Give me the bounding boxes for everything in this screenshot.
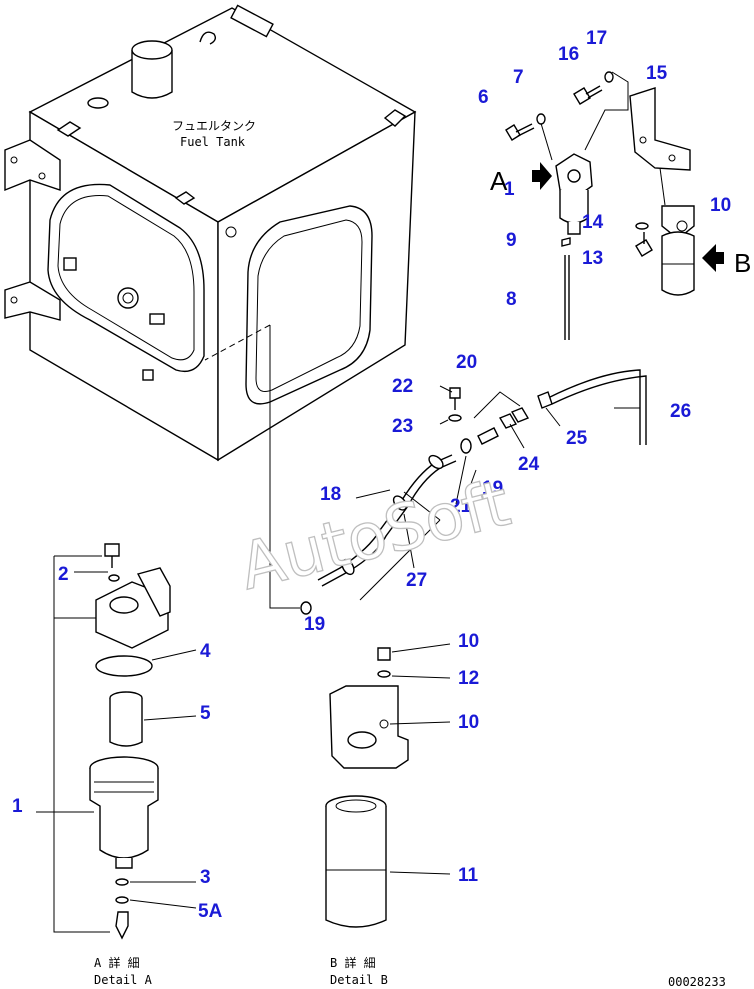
fuel-tank: フュエルタンク Fuel Tank — [4, 4, 417, 462]
tank-label-en: Fuel Tank — [180, 135, 246, 149]
callout-2: 2 — [58, 564, 69, 585]
callout-numbers: 1 6 7 8 9 10 13 14 15 16 17 18 19 19 20 … — [12, 28, 731, 922]
detail-b-title-en: Detail B — [330, 973, 388, 987]
detail-a-title-jp: A 詳 細 — [94, 955, 140, 970]
callout-22: 22 — [392, 376, 413, 397]
callout-14: 14 — [582, 212, 604, 233]
callout-13: 13 — [582, 248, 603, 269]
callout-23: 23 — [392, 416, 413, 437]
callout-19-upper: 19 — [482, 478, 503, 499]
tank-label-jp: フュエルタンク — [172, 119, 256, 133]
callout-1-detail: 1 — [12, 796, 23, 817]
detail-a-title-en: Detail A — [94, 973, 153, 987]
fuel-lines — [300, 369, 647, 615]
watermark: AutoSoft — [233, 467, 518, 605]
callout-21: 21 — [450, 496, 472, 517]
detail-b-title-jp: B 詳 細 — [330, 955, 376, 970]
detail-a: A 詳 細 Detail A — [36, 543, 197, 987]
callout-10-detail-mid: 10 — [458, 712, 479, 733]
callout-3: 3 — [200, 867, 211, 888]
view-a-marker: A — [490, 166, 508, 196]
callout-7: 7 — [513, 67, 524, 88]
callout-19-lower: 19 — [304, 614, 325, 635]
callout-15: 15 — [646, 63, 668, 84]
callout-16: 16 — [558, 44, 579, 65]
callout-8: 8 — [506, 289, 517, 310]
callout-5a: 5A — [198, 901, 223, 922]
callout-24: 24 — [518, 454, 540, 475]
detail-b: B 詳 細 Detail B — [325, 643, 451, 987]
callout-11: 11 — [458, 865, 479, 886]
callout-25: 25 — [566, 428, 588, 449]
filter-assembly: A B — [490, 71, 751, 340]
callout-27: 27 — [406, 570, 427, 591]
view-b-marker: B — [734, 248, 751, 278]
callout-5: 5 — [200, 703, 211, 724]
callout-10: 10 — [710, 195, 731, 216]
callout-10-detail-top: 10 — [458, 631, 479, 652]
callout-1: 1 — [504, 179, 515, 200]
callout-26: 26 — [670, 401, 691, 422]
callout-17: 17 — [586, 28, 607, 49]
callout-9: 9 — [506, 230, 517, 251]
callout-6: 6 — [478, 87, 489, 108]
callout-4: 4 — [200, 641, 211, 662]
callout-18: 18 — [320, 484, 341, 505]
drawing-number: 00028233 — [668, 975, 726, 989]
callout-20: 20 — [456, 352, 477, 373]
callout-12: 12 — [458, 668, 479, 689]
